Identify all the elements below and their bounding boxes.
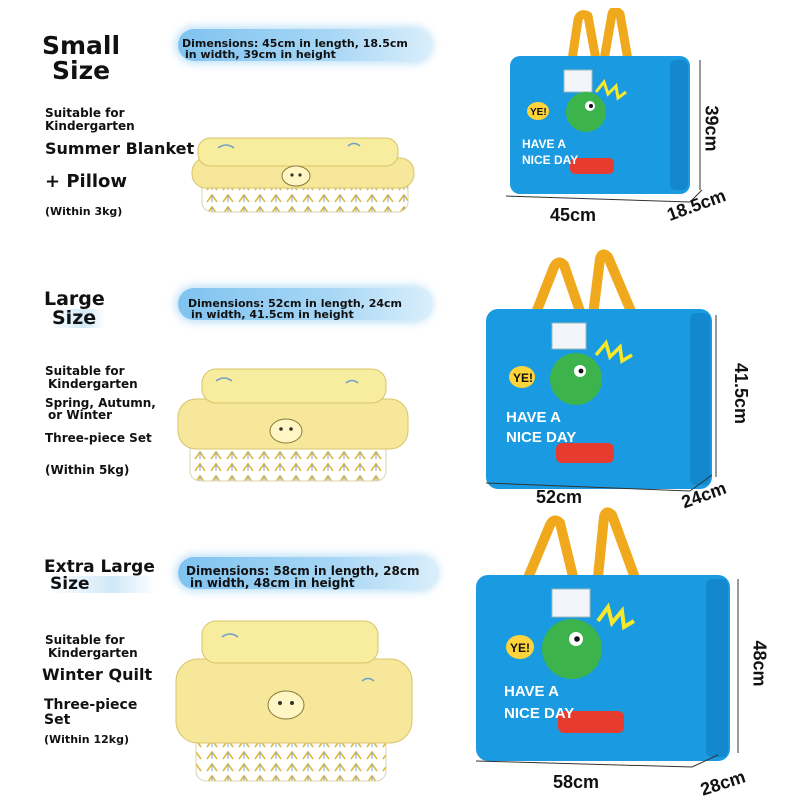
suitable-line1: Suitable for [45,106,125,120]
item-text-2: + Pillow [45,171,128,192]
dimensions-text: Dimensions: 52cm in length, 24cm in widt… [188,298,402,320]
height-label: 41.5cm [731,362,752,425]
storage-bag-image: YE! HAVE A NICE DAY [476,507,730,761]
storage-bag-image: YE! HAVE A NICE DAY [510,8,690,194]
size-title-line2: Size [50,576,155,593]
bag-text-2: NICE DAY [506,429,576,446]
weight-text: (Within 3kg) [45,205,123,218]
dimensions-text: Dimensions: 58cm in length, 28cm in widt… [186,565,419,589]
size-title-line2: Size [52,309,105,328]
length-label: 52cm [536,487,583,507]
suitable-line1: Suitable for [45,364,125,378]
dimension-lines [505,60,703,203]
dimensions-banner [178,288,430,320]
dimensions-banner [178,29,430,61]
section-extra-large: Extra Large Size Dimensions: 58cm in len… [0,507,800,800]
item-text-2-line1: Three-piece [44,697,138,713]
section-small: Small Size Dimensions: 45cm in length, 1… [0,0,800,255]
suitable-line2: Kindergarten [48,646,138,660]
suitable-text: Suitable for Kindergarten [45,365,138,391]
weight-text: (Within 12kg) [44,733,129,746]
height-label: 39cm [701,105,722,152]
quilt-image [177,368,409,482]
dimensions-line2: in width, 48cm in height [190,576,355,590]
season-line2: or Winter [48,408,113,422]
storage-bag-image: YE! HAVE A NICE DAY [486,249,712,489]
suitable-line1: Suitable for [45,633,125,647]
item-text-2: Three-piece Set [44,698,137,728]
season-text: Spring, Autumn, or Winter [45,397,156,421]
size-title: Small Size [42,33,120,83]
quilt-image [175,620,413,782]
size-title: Extra Large Size [44,559,155,593]
dimensions-line1: Dimensions: 45cm in length, 18.5cm [182,37,408,50]
dimensions-line1: Dimensions: 52cm in length, 24cm [188,297,403,310]
bag-text-2: NICE DAY [522,153,578,167]
dimensions-line2: in width, 39cm in height [185,48,336,61]
suitable-text: Suitable for Kindergarten [45,107,135,133]
size-title-line2: Size [52,56,111,85]
size-title-line1: Small [42,31,121,60]
bag-text-2: NICE DAY [504,705,574,722]
dimension-lines [475,579,739,768]
item-text-1: Summer Blanket [45,139,195,158]
bag-text-1: HAVE A [504,683,559,700]
height-label: 48cm [749,640,770,687]
season-line1: Spring, Autumn, [45,396,156,410]
bag-tag: YE! [530,107,547,118]
bag-text-1: HAVE A [506,409,561,426]
size-title-line1: Extra Large [44,557,155,577]
item-text-2-line2: Set [44,712,71,728]
dimensions-text: Dimensions: 45cm in length, 18.5cm in wi… [182,38,408,60]
dimensions-line2: in width, 41.5cm in height [191,308,354,321]
length-label: 58cm [553,772,600,792]
bag-tag: YE! [513,371,533,385]
item-text-1: Three-piece Set [45,431,152,445]
size-title: Large Size [44,290,105,328]
quilt-image [191,137,415,213]
bag-tag: YE! [510,641,530,655]
weight-text: (Within 5kg) [45,463,130,477]
dimension-lines [485,315,717,492]
size-title-line1: Large [44,288,105,310]
suitable-text: Suitable for Kindergarten [45,634,138,660]
suitable-line2: Kindergarten [45,119,135,133]
bag-text-1: HAVE A [522,137,566,151]
suitable-line2: Kindergarten [48,377,138,391]
dimensions-line1: Dimensions: 58cm in length, 28cm [186,564,420,578]
item-text-1: Winter Quilt [42,665,153,684]
length-label: 45cm [550,205,597,225]
section-large: Large Size Dimensions: 52cm in length, 2… [0,249,800,525]
dimensions-banner [178,557,436,589]
